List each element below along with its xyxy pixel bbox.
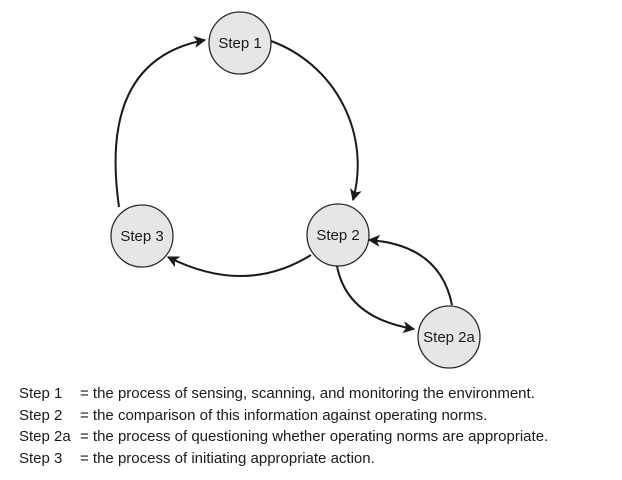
node-step3-label: Step 3 [120, 228, 163, 245]
legend: Step 1 = the process of sensing, scanning… [19, 383, 548, 469]
legend-term: Step 2 [19, 406, 63, 424]
legend-term: Step 2a [19, 428, 71, 445]
node-step1-label: Step 1 [218, 35, 261, 52]
edge-step3-to-step1 [114, 36, 207, 208]
edge-step2-to-step3 [166, 254, 312, 277]
edge-step1-to-step2 [270, 40, 362, 202]
node-step2a: Step 2a [417, 305, 481, 369]
node-step2-label: Step 2 [316, 227, 359, 244]
legend-term: Step 1 [19, 385, 63, 402]
legend-item-step1: Step 1 = the process of sensing, scanning… [19, 383, 548, 405]
legend-definition: = the process of initiating appropriate … [80, 449, 375, 467]
node-step2: Step 2 [306, 203, 370, 267]
legend-definition: = the process of questioning whether ope… [80, 428, 549, 445]
node-step1: Step 1 [208, 11, 272, 75]
node-step3: Step 3 [110, 204, 174, 268]
edge-step2-to-step2a [336, 265, 416, 334]
feedback-loop-diagram: Step 1 Step 2 Step 3 Step 2a [110, 11, 481, 369]
legend-item-step2a: Step 2a = the process of questioning whet… [19, 426, 548, 448]
legend-definition: = the comparison of this information aga… [80, 406, 488, 424]
legend-item-step3: Step 3 = the process of initiating approp… [19, 448, 548, 470]
legend-item-step2: Step 2 = the comparison of this informati… [19, 405, 548, 427]
legend-term: Step 3 [19, 449, 63, 467]
legend-definition: = the process of sensing, scanning, and … [80, 385, 535, 402]
node-step2a-label: Step 2a [423, 329, 475, 346]
edge-step2a-to-step2 [367, 234, 453, 306]
